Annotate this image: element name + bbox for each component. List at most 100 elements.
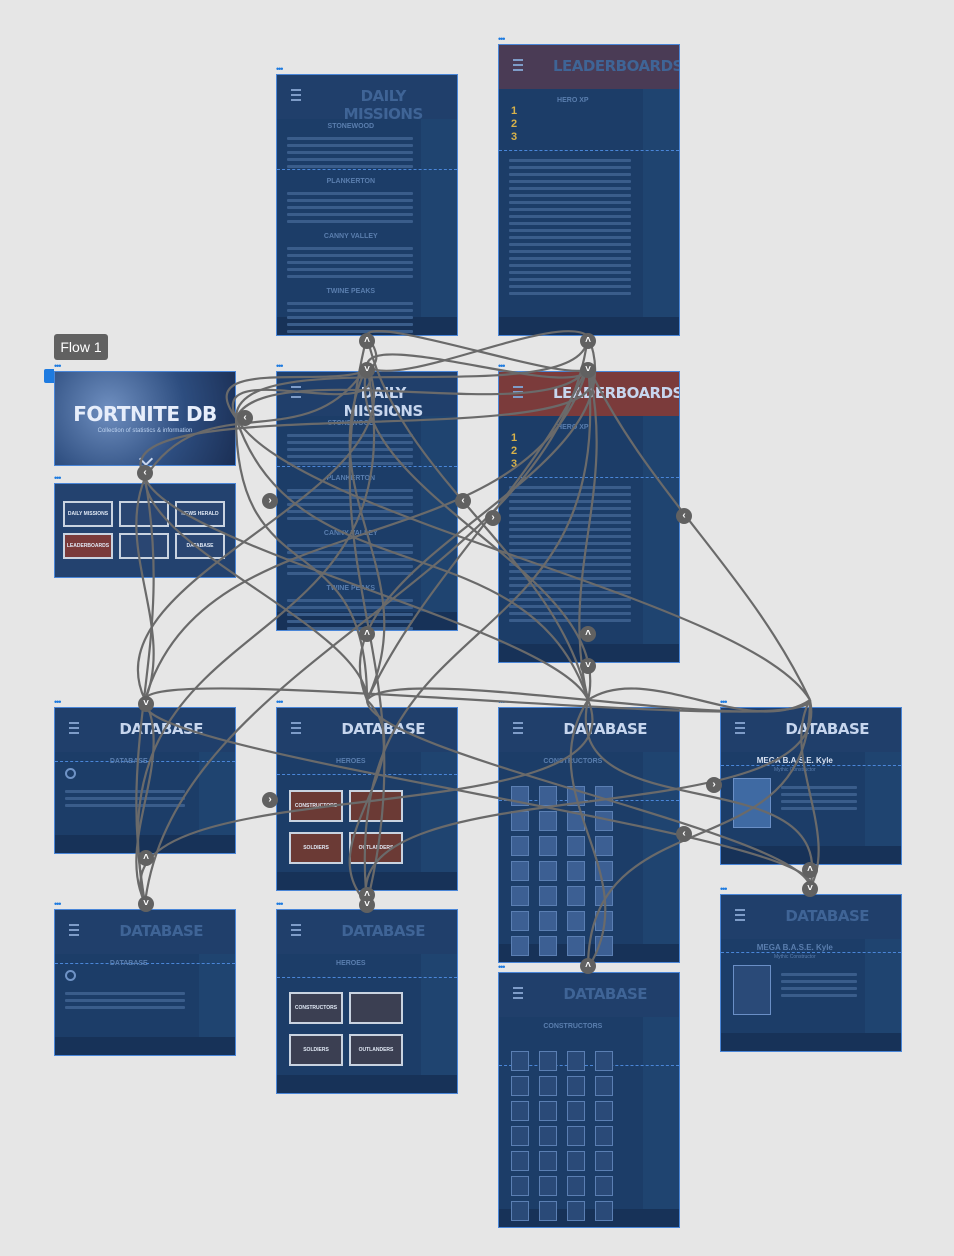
link-arrow-icon[interactable]: ˅	[138, 696, 154, 712]
hero-portrait[interactable]	[567, 1151, 585, 1171]
hero-portrait[interactable]	[511, 1101, 529, 1121]
hero-portrait[interactable]	[567, 1101, 585, 1121]
hero-portrait[interactable]	[567, 886, 585, 906]
hero-portrait[interactable]	[539, 1201, 557, 1221]
artboard-options-icon[interactable]: •••	[276, 361, 284, 371]
link-arrow-icon[interactable]: ˄	[802, 862, 818, 878]
hero-class-card[interactable]	[349, 790, 403, 822]
hero-class-card[interactable]: SOLDIERS	[289, 832, 343, 864]
hero-portrait[interactable]	[595, 1176, 613, 1196]
link-arrow-icon[interactable]: ˅	[359, 897, 375, 913]
search-icon[interactable]	[65, 768, 76, 779]
connection-link[interactable]	[234, 417, 590, 701]
hero-class-card[interactable]: OUTLANDERS	[349, 1034, 403, 1066]
menu-icon[interactable]	[513, 386, 523, 398]
nav-tile[interactable]	[119, 501, 169, 527]
connection-link[interactable]	[135, 477, 155, 701]
link-arrow-icon[interactable]: ˅	[580, 362, 596, 378]
connection-link[interactable]	[144, 365, 368, 479]
hero-portrait[interactable]	[539, 861, 557, 881]
link-arrow-icon[interactable]: ˅	[580, 658, 596, 674]
connection-link[interactable]	[578, 365, 598, 701]
hero-portrait[interactable]	[567, 1126, 585, 1146]
artboard-options-icon[interactable]: •••	[720, 697, 728, 707]
connection-link[interactable]	[587, 687, 811, 713]
hero-portrait[interactable]	[511, 1151, 529, 1171]
hero-portrait[interactable]	[539, 1151, 557, 1171]
link-arrow-icon[interactable]: ˄	[580, 626, 596, 642]
hero-portrait[interactable]	[539, 811, 557, 831]
hero-portrait[interactable]	[595, 1201, 613, 1221]
flow-label[interactable]: Flow 1	[54, 334, 108, 360]
artboard-options-icon[interactable]: •••	[498, 962, 506, 972]
hero-portrait[interactable]	[539, 1126, 557, 1146]
connection-link[interactable]	[358, 335, 597, 701]
hero-portrait[interactable]	[567, 1051, 585, 1071]
menu-icon[interactable]	[69, 722, 79, 734]
menu-icon[interactable]	[291, 722, 301, 734]
nav-tile[interactable]: DATABASE	[175, 533, 225, 559]
search-icon[interactable]	[65, 970, 76, 981]
hero-portrait[interactable]	[595, 1051, 613, 1071]
link-arrow-icon[interactable]: ‹	[455, 493, 471, 509]
hero-portrait[interactable]	[567, 911, 585, 931]
connection-link[interactable]	[225, 335, 378, 419]
hero-portrait[interactable]	[511, 1126, 529, 1146]
connection-link[interactable]	[143, 699, 812, 889]
hero-portrait[interactable]	[511, 1201, 529, 1221]
link-arrow-icon[interactable]: ˅	[802, 881, 818, 897]
hero-portrait[interactable]	[539, 936, 557, 956]
hero-portrait[interactable]	[511, 861, 529, 881]
link-arrow-icon[interactable]: ›	[706, 777, 722, 793]
link-arrow-icon[interactable]: ‹	[137, 465, 153, 481]
hero-portrait[interactable]	[595, 1076, 613, 1096]
menu-icon[interactable]	[735, 722, 745, 734]
hero-portrait[interactable]	[567, 1201, 585, 1221]
hero-portrait[interactable]	[567, 936, 585, 956]
artboard-options-icon[interactable]: •••	[276, 899, 284, 909]
menu-icon[interactable]	[291, 89, 301, 101]
link-arrow-icon[interactable]: ˅	[138, 896, 154, 912]
hero-portrait[interactable]	[539, 1051, 557, 1071]
connection-link[interactable]	[364, 699, 813, 904]
hero-portrait[interactable]	[539, 1176, 557, 1196]
hero-portrait[interactable]	[539, 886, 557, 906]
connection-link[interactable]	[143, 687, 812, 713]
hero-portrait[interactable]	[567, 836, 585, 856]
menu-icon[interactable]	[513, 987, 523, 999]
hero-portrait[interactable]	[511, 936, 529, 956]
menu-icon[interactable]	[513, 59, 523, 71]
nav-tile[interactable]: LEADERBOARDS	[63, 533, 113, 559]
hero-portrait[interactable]	[539, 836, 557, 856]
connection-link[interactable]	[363, 365, 592, 904]
hero-portrait[interactable]	[595, 861, 613, 881]
link-arrow-icon[interactable]: ˅	[359, 362, 375, 378]
connection-link[interactable]	[143, 477, 369, 701]
artboard-options-icon[interactable]: •••	[720, 884, 728, 894]
menu-icon[interactable]	[513, 722, 523, 734]
hero-portrait[interactable]	[567, 861, 585, 881]
connection-link[interactable]	[135, 477, 155, 904]
connection-link[interactable]	[139, 699, 594, 904]
menu-icon[interactable]	[735, 909, 745, 921]
hero-class-card[interactable]	[349, 992, 403, 1024]
nav-tile[interactable]: DAILY MISSIONS	[63, 501, 113, 527]
link-arrow-icon[interactable]: ›	[262, 792, 278, 808]
artboard-options-icon[interactable]: •••	[498, 361, 506, 371]
nav-tile[interactable]	[119, 533, 169, 559]
connection-link[interactable]	[366, 365, 589, 701]
hero-portrait[interactable]	[511, 1051, 529, 1071]
connection-link[interactable]	[234, 335, 590, 419]
connection-link[interactable]	[135, 699, 155, 904]
connection-link[interactable]	[235, 365, 589, 419]
connection-link[interactable]	[586, 699, 812, 969]
connection-link[interactable]	[365, 330, 590, 372]
connection-link[interactable]	[587, 365, 811, 701]
hero-portrait[interactable]	[539, 1101, 557, 1121]
hero-portrait[interactable]	[595, 836, 613, 856]
